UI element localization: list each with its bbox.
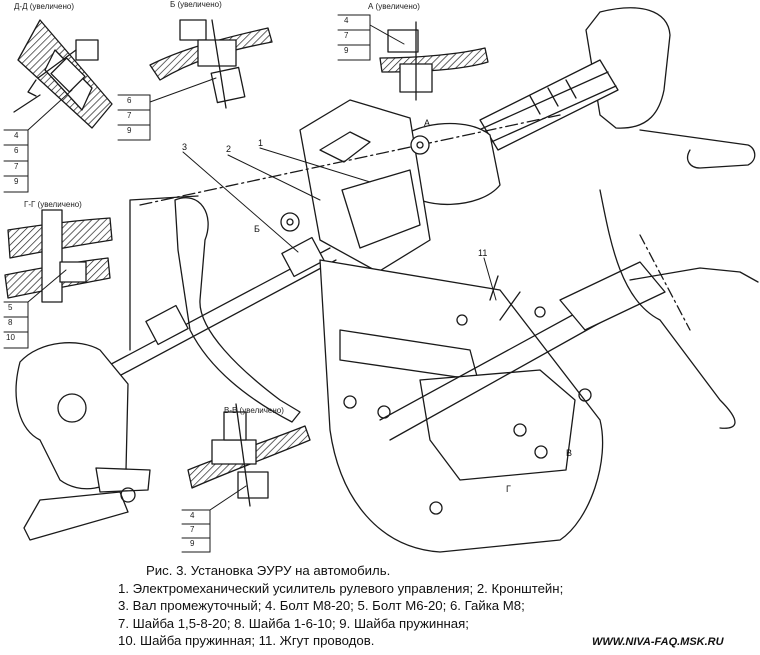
detail-vv-drawing: [187, 403, 311, 507]
callout-vv-9: 9: [190, 539, 195, 548]
callout-aa-4: 4: [344, 16, 349, 25]
view-title-dd: Д-Д (увеличено): [14, 2, 75, 11]
callout-dd-6: 6: [14, 146, 19, 155]
view-title-vv: В-В (увеличено): [224, 406, 284, 415]
caption-line: 10. Шайба пружинная; 11. Жгут проводов.: [118, 633, 375, 649]
caption-title: Рис. 3. Установка ЭУРУ на автомобиль.: [146, 563, 391, 578]
callout-aa-7: 7: [344, 31, 349, 40]
section-mark-v: В: [566, 448, 572, 458]
detail-bb-drawing: [149, 19, 273, 109]
detail-dd-drawing: [13, 19, 113, 129]
callout-bb-9: 9: [127, 126, 132, 135]
steering-gear-drawing: [15, 342, 151, 541]
callout-vv-7: 7: [190, 525, 195, 534]
caption-line: 1. Электромеханический усилитель рулевог…: [118, 580, 564, 596]
section-mark-g: Г: [506, 484, 511, 494]
view-title-bb: Б (увеличено): [170, 0, 222, 9]
callout-vv-4: 4: [190, 511, 195, 520]
callout-dd-7: 7: [14, 162, 19, 171]
callout-bb-6: 6: [127, 96, 132, 105]
detail-gg-drawing: [4, 209, 113, 303]
callout-gg-5: 5: [8, 303, 13, 312]
lower-assembly-drawing: [319, 189, 759, 553]
upper-steering-column: [139, 7, 756, 273]
section-mark-b: Б: [254, 224, 260, 234]
leader-3: 3: [182, 142, 187, 152]
site-watermark: WWW.NIVA-FAQ.MSK.RU: [592, 636, 724, 648]
callout-leaders: [3, 14, 497, 553]
technical-drawing: 3 2 1 11 А Б В Г: [3, 7, 759, 553]
callout-dd-4: 4: [14, 131, 19, 140]
callout-gg-10: 10: [6, 333, 15, 342]
leader-2: 2: [226, 144, 231, 154]
view-title-gg: Г-Г (увеличено): [24, 200, 82, 209]
callout-aa-9: 9: [344, 46, 349, 55]
caption-line: 7. Шайба 1,5-8-20; 8. Шайба 1-6-10; 9. Ш…: [118, 615, 469, 631]
leader-11: 11: [478, 248, 487, 258]
callout-dd-9: 9: [14, 177, 19, 186]
intermediate-shaft-drawing: [99, 195, 337, 423]
leader-1: 1: [258, 138, 263, 148]
caption-line: 3. Вал промежуточный; 4. Болт М8-20; 5. …: [118, 598, 525, 614]
callout-gg-8: 8: [8, 318, 13, 327]
callout-bb-7: 7: [127, 111, 132, 120]
detail-aa-drawing: [379, 21, 489, 101]
section-mark-a: А: [424, 118, 430, 128]
figure-caption: Рис. 3. Установка ЭУРУ на автомобиль. 1.…: [118, 562, 758, 650]
view-title-aa: А (увеличено): [368, 2, 420, 11]
